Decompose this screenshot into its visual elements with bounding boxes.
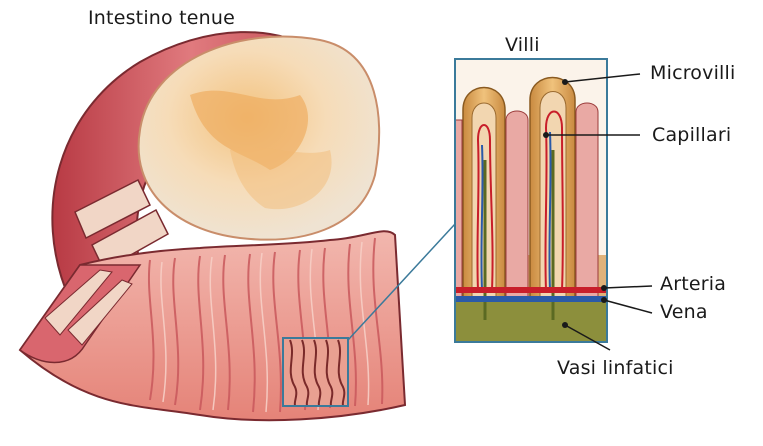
artery-band	[455, 287, 607, 293]
villi-inset	[455, 59, 607, 345]
villi-label: Villi	[505, 34, 540, 56]
vena-label: Vena	[660, 301, 708, 323]
vein-band	[455, 296, 607, 302]
capillari-label: Capillari	[652, 124, 731, 146]
intestine-illustration	[20, 32, 405, 420]
title-label: Intestino tenue	[88, 7, 235, 29]
arteria-label: Arteria	[660, 273, 726, 295]
vasi-linfatici-label: Vasi linfatici	[557, 357, 674, 379]
microvilli-label: Microvilli	[650, 62, 736, 84]
